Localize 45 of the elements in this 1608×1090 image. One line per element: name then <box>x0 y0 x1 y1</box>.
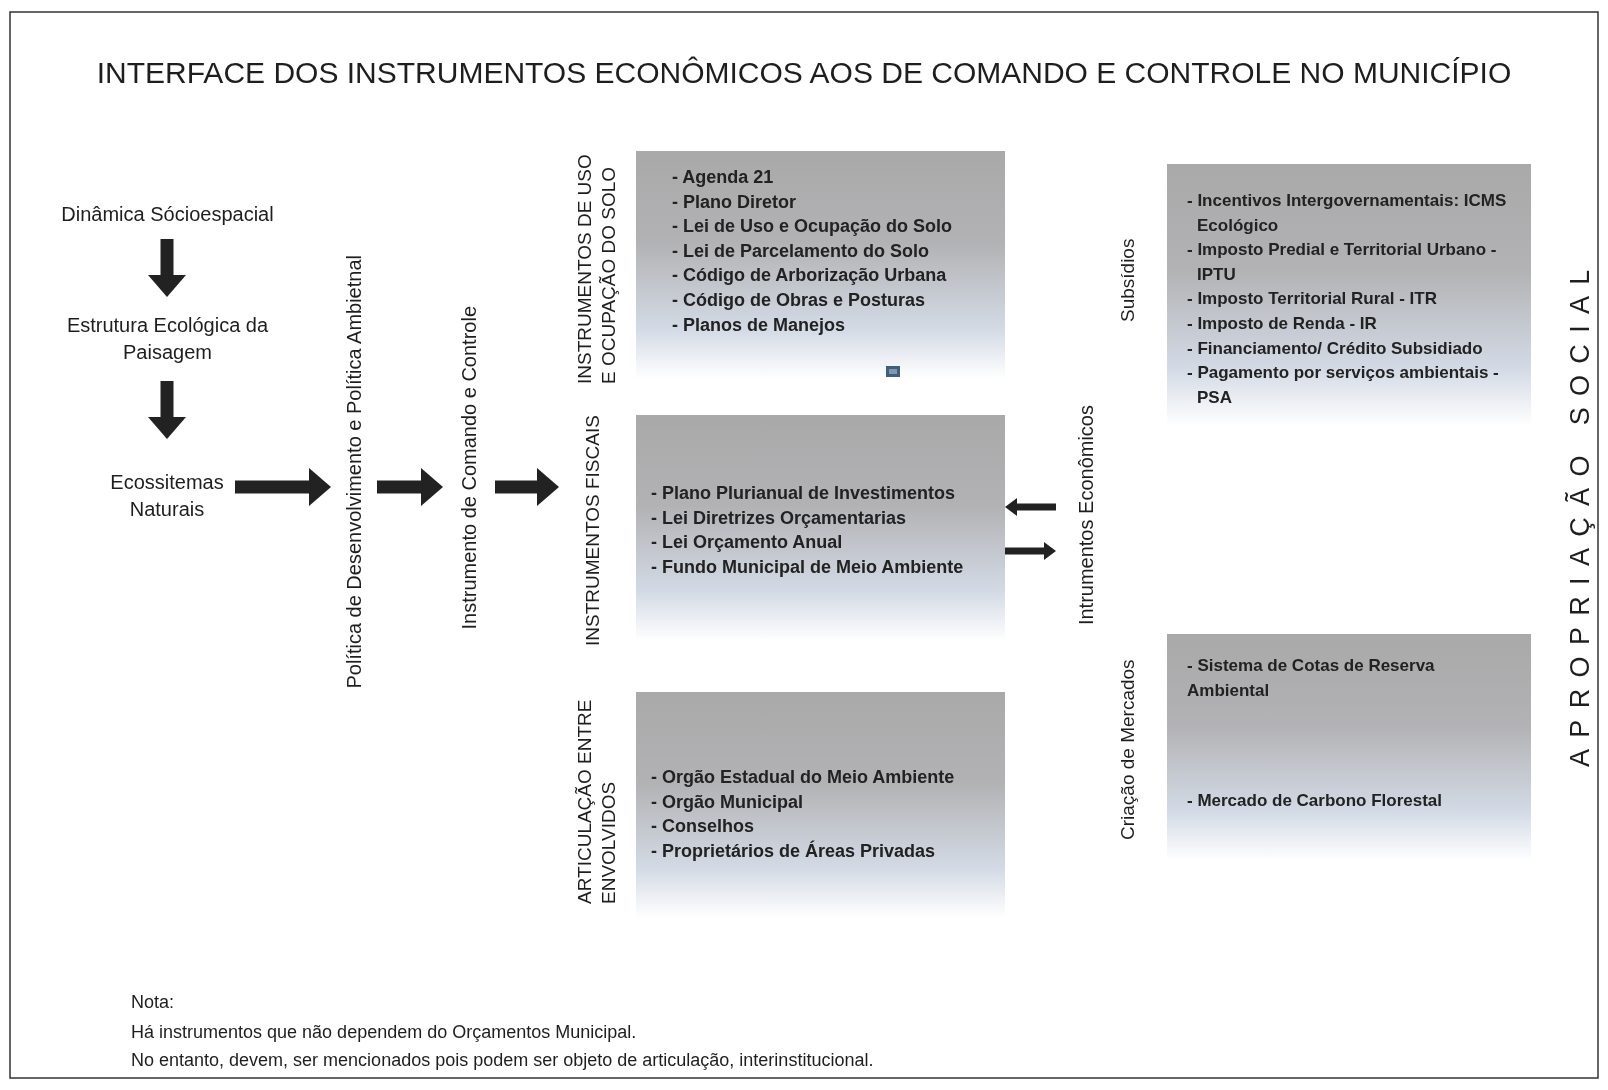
list-item: - Lei Orçamento Anual <box>651 531 844 555</box>
list-item: - Plano Diretor <box>672 190 797 214</box>
list-item: - Proprietários de Áreas Privadas <box>651 839 937 863</box>
list-item: - Conselhos <box>651 815 755 839</box>
list-item: - Orgão Municipal <box>651 790 804 814</box>
arrow <box>495 468 559 506</box>
list-item: - Lei de Uso e Ocupação do Solo <box>672 215 954 239</box>
arrow <box>377 468 443 506</box>
node-label: Estrutura Ecológica da Paisagem <box>65 313 270 365</box>
arrow <box>148 239 186 297</box>
list-item: - Plano Plurianual de Investimentos <box>651 482 957 505</box>
list-item: - Mercado de Carbono Florestal <box>1187 790 1444 813</box>
list-item: - Sistema de Cotas de Reserva Ambiental <box>1187 655 1436 702</box>
note-heading: Nota: <box>131 992 175 1013</box>
vertical-label: Política de Desenvolvimento e Política Ambietnal <box>341 254 366 689</box>
list-item: - Pagamento por serviços ambientais - PSA <box>1187 362 1500 409</box>
list-item: - Orgão Estadual do Meio Ambiente <box>651 766 956 789</box>
diagram-title: INTERFACE DOS INSTRUMENTOS ECONÔMICOS AOS DE COMANDO E CONTROLE NO MUNICÍPIO <box>95 56 1513 90</box>
node-label: Dinâmica Sócioespacial <box>61 202 274 227</box>
note-text: No entanto, devem, ser mencionados pois podem ser objeto de articulação, interinstitucional. <box>131 1050 874 1071</box>
list-item: - Lei de Parcelamento do Solo <box>672 239 931 263</box>
note-text: Há instrumentos que não dependem do Orçamentos Municipal. <box>131 1022 637 1043</box>
list-item: - Incentivos Intergovernamentais: ICMS Ecológico <box>1187 190 1508 237</box>
panel-heading: ARTICULAÇÃO ENTRE ENVOLVIDOS <box>573 698 620 904</box>
panel-heading: INSTRUMENTOS FISCAIS <box>581 414 604 646</box>
side-label: APROPRIAÇÃO SOCIAL <box>1564 257 1596 769</box>
list-item: - Financiamento/ Crédito Subsidiado <box>1187 337 1484 360</box>
list-item: - Lei Diretrizes Orçamentarias <box>651 506 908 530</box>
panel-heading: Subsídios <box>1116 237 1139 324</box>
list-item: - Fundo Municipal de Meio Ambiente <box>651 555 965 579</box>
node-label: Ecossitemas Naturais <box>109 470 225 522</box>
arrow <box>1005 542 1056 560</box>
vertical-label: Intrumentos Econômicos <box>1073 405 1098 626</box>
panel-heading: Criação de Mercados <box>1116 658 1139 843</box>
list-item: - Imposto Territorial Rural - ITR <box>1187 288 1438 311</box>
vertical-label: Instrumento de Comando e Controle <box>456 305 481 630</box>
arrow <box>148 381 186 439</box>
panel-heading: INSTRUMENTOS DE USO E OCUPAÇÃO DO SOLO <box>573 153 620 384</box>
list-item: - Planos de Manejos <box>672 313 847 337</box>
list-item: - Imposto Predial e Territorial Urbano - IPTU <box>1187 239 1498 286</box>
list-item: - Imposto de Renda - IR <box>1187 312 1378 335</box>
list-item: - Código de Obras e Posturas <box>672 288 927 312</box>
list-item: - Código de Arborização Urbana <box>672 264 948 288</box>
list-item: - Agenda 21 <box>672 166 775 189</box>
arrow <box>235 468 331 506</box>
